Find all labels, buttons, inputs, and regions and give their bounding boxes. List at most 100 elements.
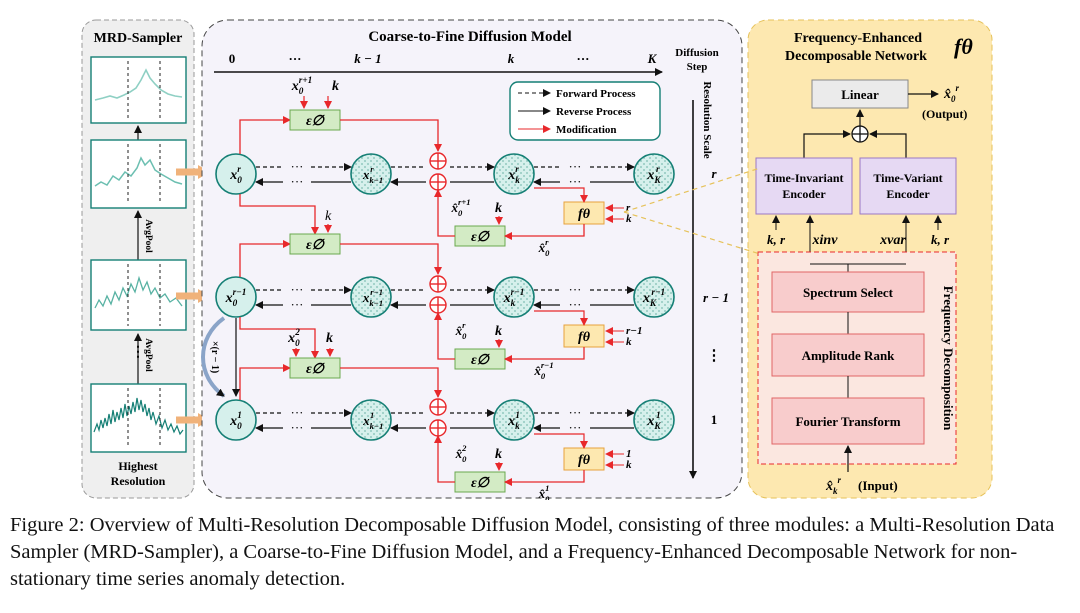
repeat-label: ×(r − 1) xyxy=(209,341,220,373)
series-plot-highest xyxy=(90,383,187,453)
f-theta-input-2: k xyxy=(626,459,632,471)
diffusion-step-label-2: Step xyxy=(687,61,708,73)
node-xk-1-label: xk−1r−1 xyxy=(362,287,383,308)
figure-caption: Figure 2: Overview of Multi-Resolution D… xyxy=(10,514,1055,590)
linear-box xyxy=(811,79,909,109)
node-xk xyxy=(493,276,535,318)
amplitude-rank-label: Amplitude Rank xyxy=(802,348,896,363)
modification-path xyxy=(239,317,319,359)
input-x-inv: xinv xyxy=(812,233,839,248)
network-symbol: fθ xyxy=(954,34,973,59)
input-symbol: x̂kr xyxy=(825,475,842,496)
modification-path xyxy=(239,194,319,235)
node-xk xyxy=(493,399,535,441)
node-xk xyxy=(493,153,535,195)
epsilon-label: ε∅ xyxy=(471,476,491,491)
f-theta-input-1: 1 xyxy=(626,448,632,460)
f-theta-output: x̂01 xyxy=(538,483,551,500)
epsilon-label: ε∅ xyxy=(471,230,491,245)
encoder-inv-line1: Time-Invariant xyxy=(764,171,843,185)
highest-label-2: Resolution xyxy=(111,474,166,488)
spectrum-select-label: Spectrum Select xyxy=(803,285,894,300)
modification-path xyxy=(239,364,291,400)
fourier-transform-label: Fourier Transform xyxy=(795,414,900,429)
spectrum-select-block xyxy=(771,271,925,313)
f-theta-label: fθ xyxy=(578,207,591,222)
node-xK-label: xK1 xyxy=(646,410,661,431)
epsilon-label: ε∅ xyxy=(306,238,326,253)
encoder-inv-line2: Encoder xyxy=(782,187,826,201)
node-xk-1-label: xk−11 xyxy=(362,410,383,431)
node-xK xyxy=(633,153,675,195)
node-xK-label: xKr−1 xyxy=(642,287,665,308)
eps-input-k: k xyxy=(332,79,339,94)
encoder-var-line1: Time-Variant xyxy=(873,171,942,185)
diffusion-step-label-1: Diffusion xyxy=(675,47,718,59)
eps-input-k: k xyxy=(325,209,332,224)
modification-path xyxy=(340,243,442,275)
scale-r-1: r − 1 xyxy=(703,290,729,305)
output-label: (Output) xyxy=(922,107,967,121)
modification-path xyxy=(434,189,455,237)
modification-path xyxy=(534,310,588,326)
legend-forward: Forward Process xyxy=(556,88,636,100)
step-k-1: k − 1 xyxy=(354,51,381,66)
ellipsis-upper: ··· xyxy=(569,159,582,174)
repeat-arrow xyxy=(201,316,226,398)
eps-lower-input-x: x̂02 xyxy=(455,443,468,464)
node-xk-label: xkr−1 xyxy=(503,287,525,308)
ellipsis-upper: ··· xyxy=(569,405,582,420)
modification-path xyxy=(434,435,455,483)
zoom-guide-bottom xyxy=(623,211,761,255)
modification-path xyxy=(504,224,585,240)
modification-path xyxy=(340,367,442,398)
node-x0 xyxy=(215,276,257,318)
highest-label-1: Highest xyxy=(118,459,157,473)
eps-input-x: x0r+1 xyxy=(291,75,312,96)
series-plot-r-1 xyxy=(90,139,187,209)
step-dots-1: ··· xyxy=(288,51,301,66)
step-K: K xyxy=(647,51,658,66)
node-x0-label: x0r−1 xyxy=(225,287,247,308)
avgpool-label-top: AvgPool xyxy=(143,219,153,253)
resolution-scale-label: Resolution Scale xyxy=(701,81,713,158)
ellipsis-lower: ··· xyxy=(291,174,304,189)
node-xK-label: xKr xyxy=(646,164,661,185)
node-xk-1 xyxy=(350,153,392,195)
amplitude-rank-block xyxy=(771,333,925,377)
modification-path xyxy=(434,312,455,360)
modification-path xyxy=(239,240,291,277)
eps-lower-input-k: k xyxy=(495,447,502,462)
ellipsis-lower: ··· xyxy=(291,420,304,435)
f-theta-input-1: r−1 xyxy=(626,325,642,337)
output-symbol: x̂0r xyxy=(943,83,960,104)
f-theta-input-1: r xyxy=(626,202,631,214)
input-label: (Input) xyxy=(858,478,898,493)
node-x0-label: x01 xyxy=(229,410,242,431)
modification-path xyxy=(534,187,588,203)
ellipsis-lower: ··· xyxy=(569,420,582,435)
scale-r: r xyxy=(711,166,717,181)
node-x0 xyxy=(215,153,257,195)
node-xk-label: xk1 xyxy=(507,410,520,431)
network-title-1: Frequency-Enhanced xyxy=(794,31,922,46)
time-invariant-encoder xyxy=(755,157,853,215)
scale-vdots: ⋮ xyxy=(707,348,722,364)
eps-input-x: x02 xyxy=(287,327,300,348)
node-xk-1-label: xk−1r xyxy=(362,164,383,185)
eps-lower-input-x: x̂0r xyxy=(455,320,468,341)
modification-path xyxy=(504,347,585,363)
series-plot-r xyxy=(90,56,187,124)
frequency-decomposition-label: Frequency Decomposition xyxy=(941,286,956,431)
encoder-var-line2: Encoder xyxy=(886,187,930,201)
framework-diagram: MRD-Sampler AvgPool ⋮ AvgPool xyxy=(81,19,993,500)
step-0: 0 xyxy=(229,51,236,66)
legend-modification: Modification xyxy=(556,124,617,136)
eps-lower-input-x: x̂0r+1 xyxy=(450,197,470,218)
node-xK xyxy=(633,276,675,318)
f-theta-label: fθ xyxy=(578,330,591,345)
